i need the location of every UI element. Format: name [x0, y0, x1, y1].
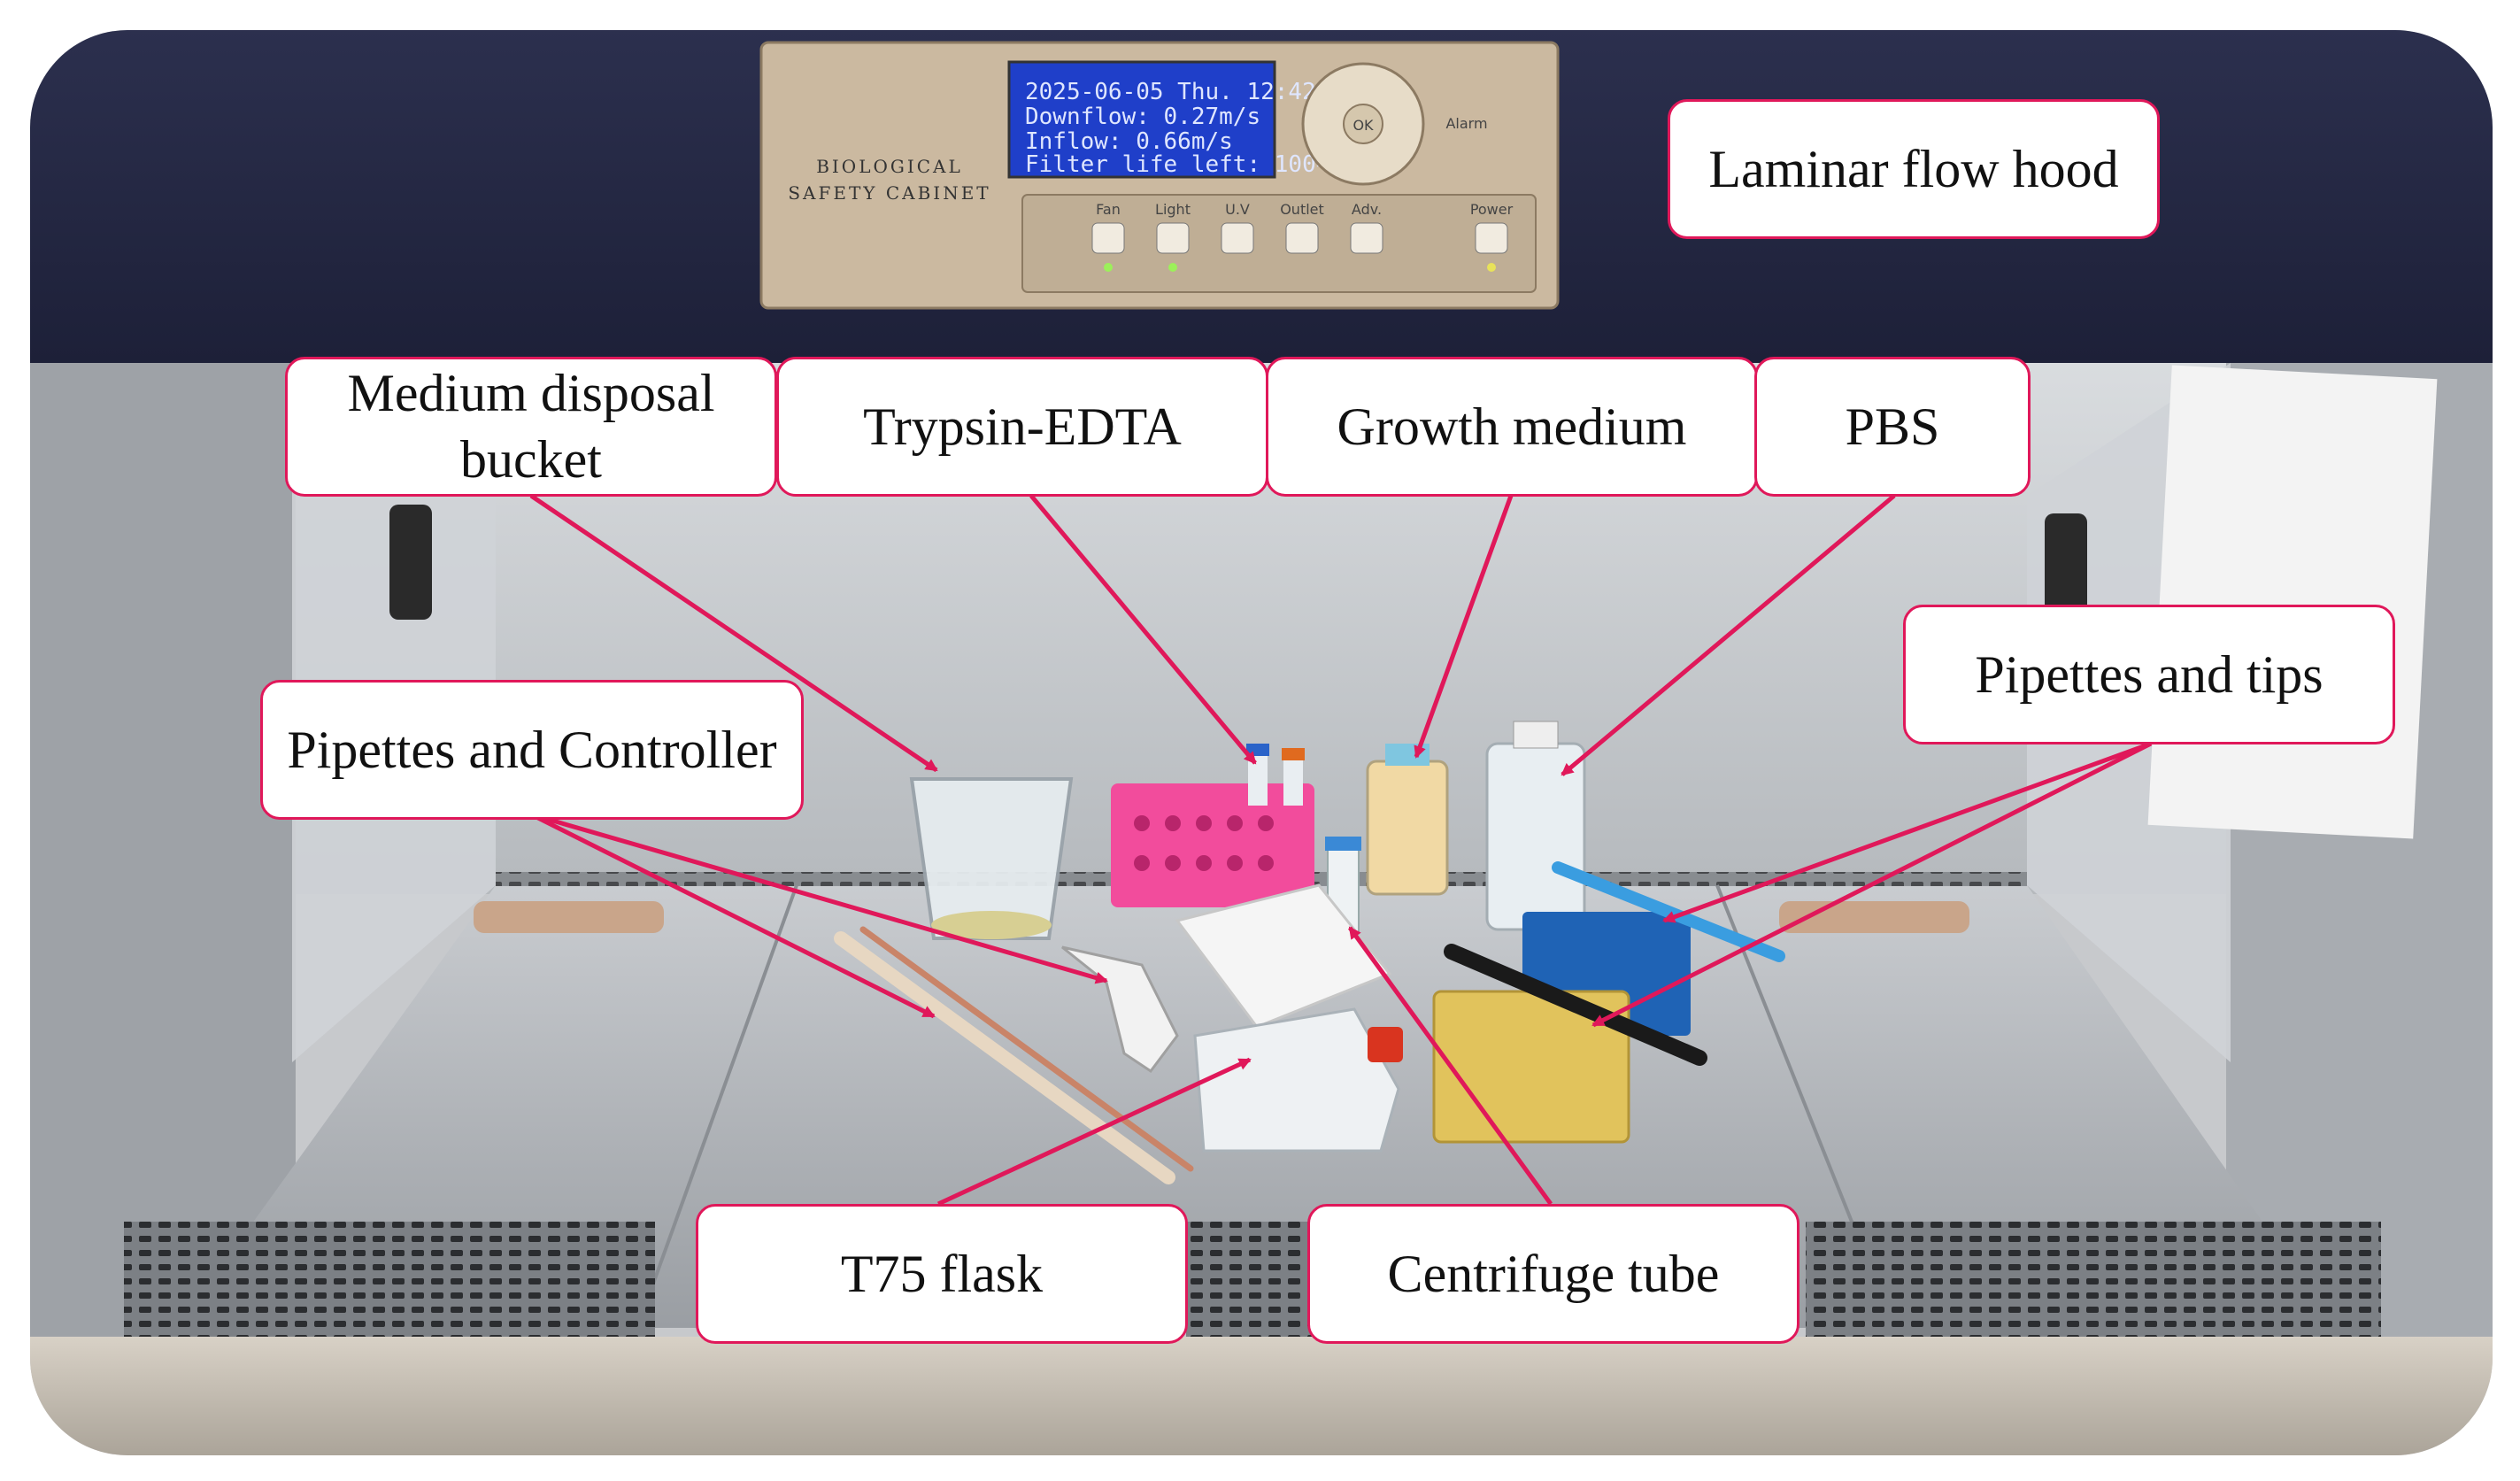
outlet-label: Outlet [1280, 201, 1324, 218]
lcd-display [1007, 60, 1276, 179]
label-pipettes-and-controller: Pipettes and Controller [260, 680, 804, 820]
left-outside [30, 363, 296, 1337]
display-line-2: Downflow: 0.27m/s [1025, 104, 1260, 130]
display-line-3: Inflow: 0.66m/s [1025, 128, 1233, 155]
label-medium-disposal-bucket: Medium disposal bucket [285, 357, 777, 497]
annotation-arrows [529, 493, 2153, 1207]
growth-medium-bottle [1366, 760, 1449, 896]
power-button[interactable] [1475, 222, 1508, 254]
label-centrifuge-tube: Centrifuge tube [1307, 1204, 1799, 1344]
adv-button[interactable] [1350, 222, 1383, 254]
pbs-bottle [1485, 742, 1586, 931]
t75-flask [1193, 1007, 1400, 1153]
label-growth-medium: Growth medium [1266, 357, 1758, 497]
ok-label: OK [1352, 117, 1374, 134]
adv-label: Adv. [1352, 201, 1382, 218]
label-pbs: PBS [1754, 357, 2031, 497]
display-line-4: Filter life left: 100% [1025, 151, 1330, 178]
uv-label: U.V [1225, 201, 1250, 218]
control-panel: BIOLOGICAL SAFETY CABINET 2025-06-05 Thu… [759, 41, 1560, 310]
uv-button[interactable] [1221, 222, 1254, 254]
ok-button[interactable] [1343, 104, 1383, 144]
cabinet-line2: SAFETY CABINET [788, 182, 990, 204]
front-grille-right [1806, 1222, 2381, 1337]
fan-label: Fan [1096, 201, 1121, 218]
light-button[interactable] [1156, 222, 1190, 254]
medium-disposal-bucket [909, 777, 1074, 940]
power-label: Power [1470, 201, 1514, 218]
display-line-1: 2025-06-05 Thu. 12:42 [1025, 79, 1316, 105]
label-pipettes-and-tips: Pipettes and tips [1903, 605, 2395, 744]
label-t75-flask: T75 flask [696, 1204, 1188, 1344]
front-edge [30, 1337, 2493, 1455]
cabinet-line1: BIOLOGICAL [816, 156, 963, 177]
outlet-button[interactable] [1285, 222, 1319, 254]
light-label: Light [1155, 201, 1191, 218]
label-trypsin-edta: Trypsin-EDTA [776, 357, 1268, 497]
tube-rack [1111, 783, 1314, 907]
fan-button[interactable] [1091, 222, 1125, 254]
label-laminar-flow-hood: Laminar flow hood [1668, 99, 2160, 239]
alarm-label: Alarm [1445, 115, 1487, 132]
panel-buttons: Fan Light U.V Outlet Adv. Power [1091, 201, 1514, 272]
front-grille-left [124, 1222, 655, 1337]
